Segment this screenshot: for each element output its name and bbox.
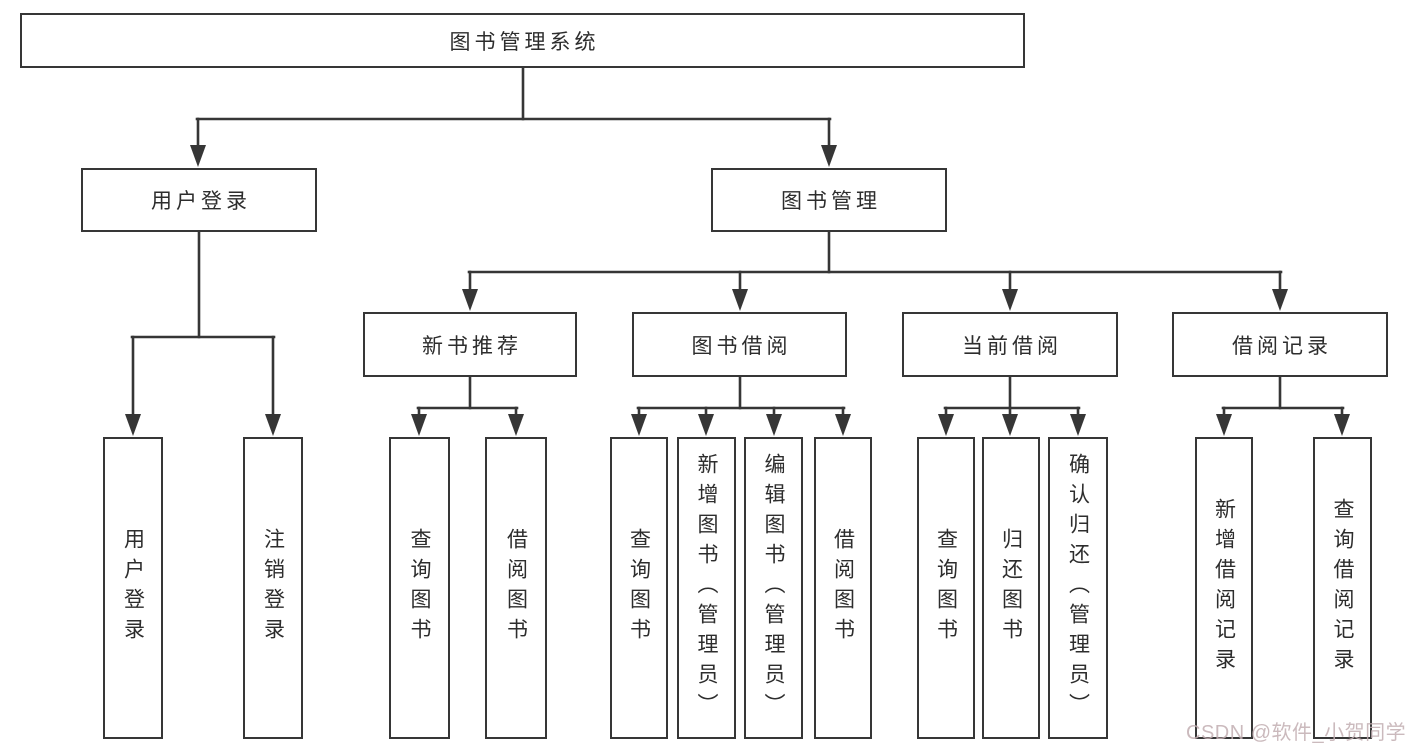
node-bb-borrow-books: 借阅图书 [814, 437, 872, 739]
node-root: 图书管理系统 [20, 13, 1025, 68]
node-current-borrow: 当前借阅 [902, 312, 1118, 377]
node-bb-add-books-admin: 新增图书（管理员） [677, 437, 736, 739]
node-leaf-user-login: 用户登录 [103, 437, 163, 739]
node-new-book-recommend: 新书推荐 [363, 312, 577, 377]
node-cb-confirm-return-admin: 确认归还（管理员） [1048, 437, 1108, 739]
node-cb-return-books: 归还图书 [982, 437, 1040, 739]
node-br-add-record: 新增借阅记录 [1195, 437, 1253, 739]
node-cb-query-books: 查询图书 [917, 437, 975, 739]
node-br-query-record: 查询借阅记录 [1313, 437, 1372, 739]
node-rec-query-books: 查询图书 [389, 437, 450, 739]
node-user-login: 用户登录 [81, 168, 317, 232]
arrowheads [125, 145, 1350, 436]
node-rec-borrow-books: 借阅图书 [485, 437, 547, 739]
node-book-borrow: 图书借阅 [632, 312, 847, 377]
node-leaf-logout: 注销登录 [243, 437, 303, 739]
node-bb-edit-books-admin: 编辑图书（管理员） [744, 437, 803, 739]
node-book-management: 图书管理 [711, 168, 947, 232]
csdn-watermark: CSDN @软件_小贺同学 [1186, 722, 1405, 744]
node-borrow-records: 借阅记录 [1172, 312, 1388, 377]
node-bb-query-books: 查询图书 [610, 437, 668, 739]
